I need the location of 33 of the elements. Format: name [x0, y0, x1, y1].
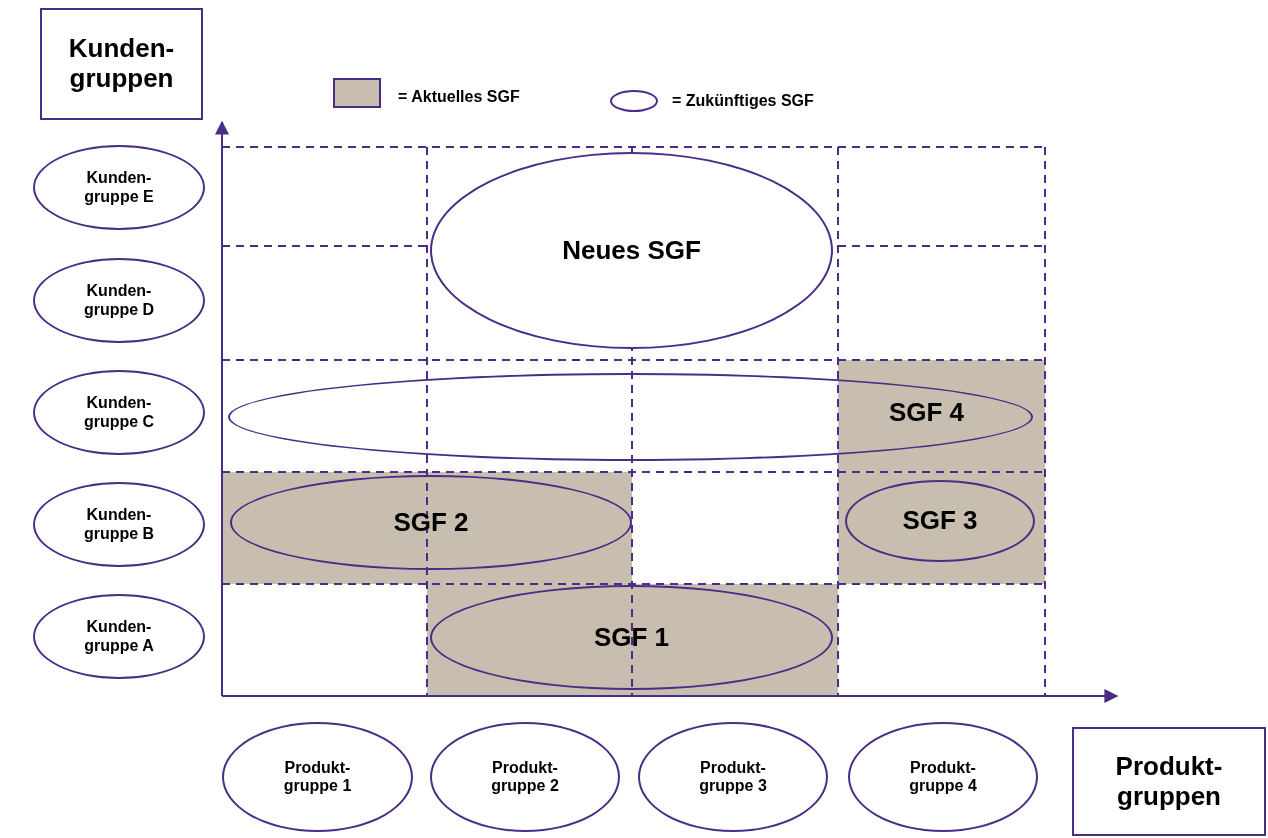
heading-label: SGF 1	[592, 622, 671, 653]
heading-label: Produkt- gruppen	[1114, 751, 1224, 812]
sgf-ellipse	[230, 475, 632, 570]
heading-label: SGF 2	[392, 507, 470, 538]
group-label: Kunden- gruppe D	[82, 282, 156, 319]
customer-group-oval	[33, 482, 205, 567]
heading-label: SGF 4	[887, 398, 966, 428]
product-group-oval	[638, 722, 828, 832]
sgf-area	[222, 472, 632, 584]
heading-label: Kunden- gruppen	[67, 34, 176, 94]
customer-group-oval	[33, 594, 205, 679]
product-group-oval	[430, 722, 620, 832]
heading-label: Neues SGF	[561, 235, 702, 266]
group-label: Kunden- gruppe B	[82, 506, 156, 543]
group-label: Kunden- gruppe A	[83, 618, 155, 655]
axis-title-box	[40, 8, 203, 120]
heading-label: SGF 3	[901, 506, 979, 536]
product-group-oval	[222, 722, 413, 832]
customer-group-oval	[33, 370, 205, 455]
group-label: Kunden- gruppe C	[82, 394, 156, 431]
legend-label: = Aktuelles SGF	[398, 88, 520, 106]
group-label: Produkt- gruppe 2	[490, 758, 560, 796]
product-group-oval	[848, 722, 1038, 832]
legend-label: = Zukünftiges SGF	[672, 92, 814, 110]
axis-title-box	[1072, 727, 1266, 836]
customer-group-oval	[33, 145, 205, 230]
group-label: Produkt- gruppe 4	[908, 758, 978, 796]
group-label: Produkt- gruppe 1	[282, 758, 353, 796]
sgf-ellipse	[845, 480, 1035, 562]
sgf-area	[838, 360, 1045, 584]
group-label: Produkt- gruppe 3	[698, 758, 768, 796]
customer-group-oval	[33, 258, 205, 343]
group-label: Kunden- gruppe E	[83, 169, 155, 206]
